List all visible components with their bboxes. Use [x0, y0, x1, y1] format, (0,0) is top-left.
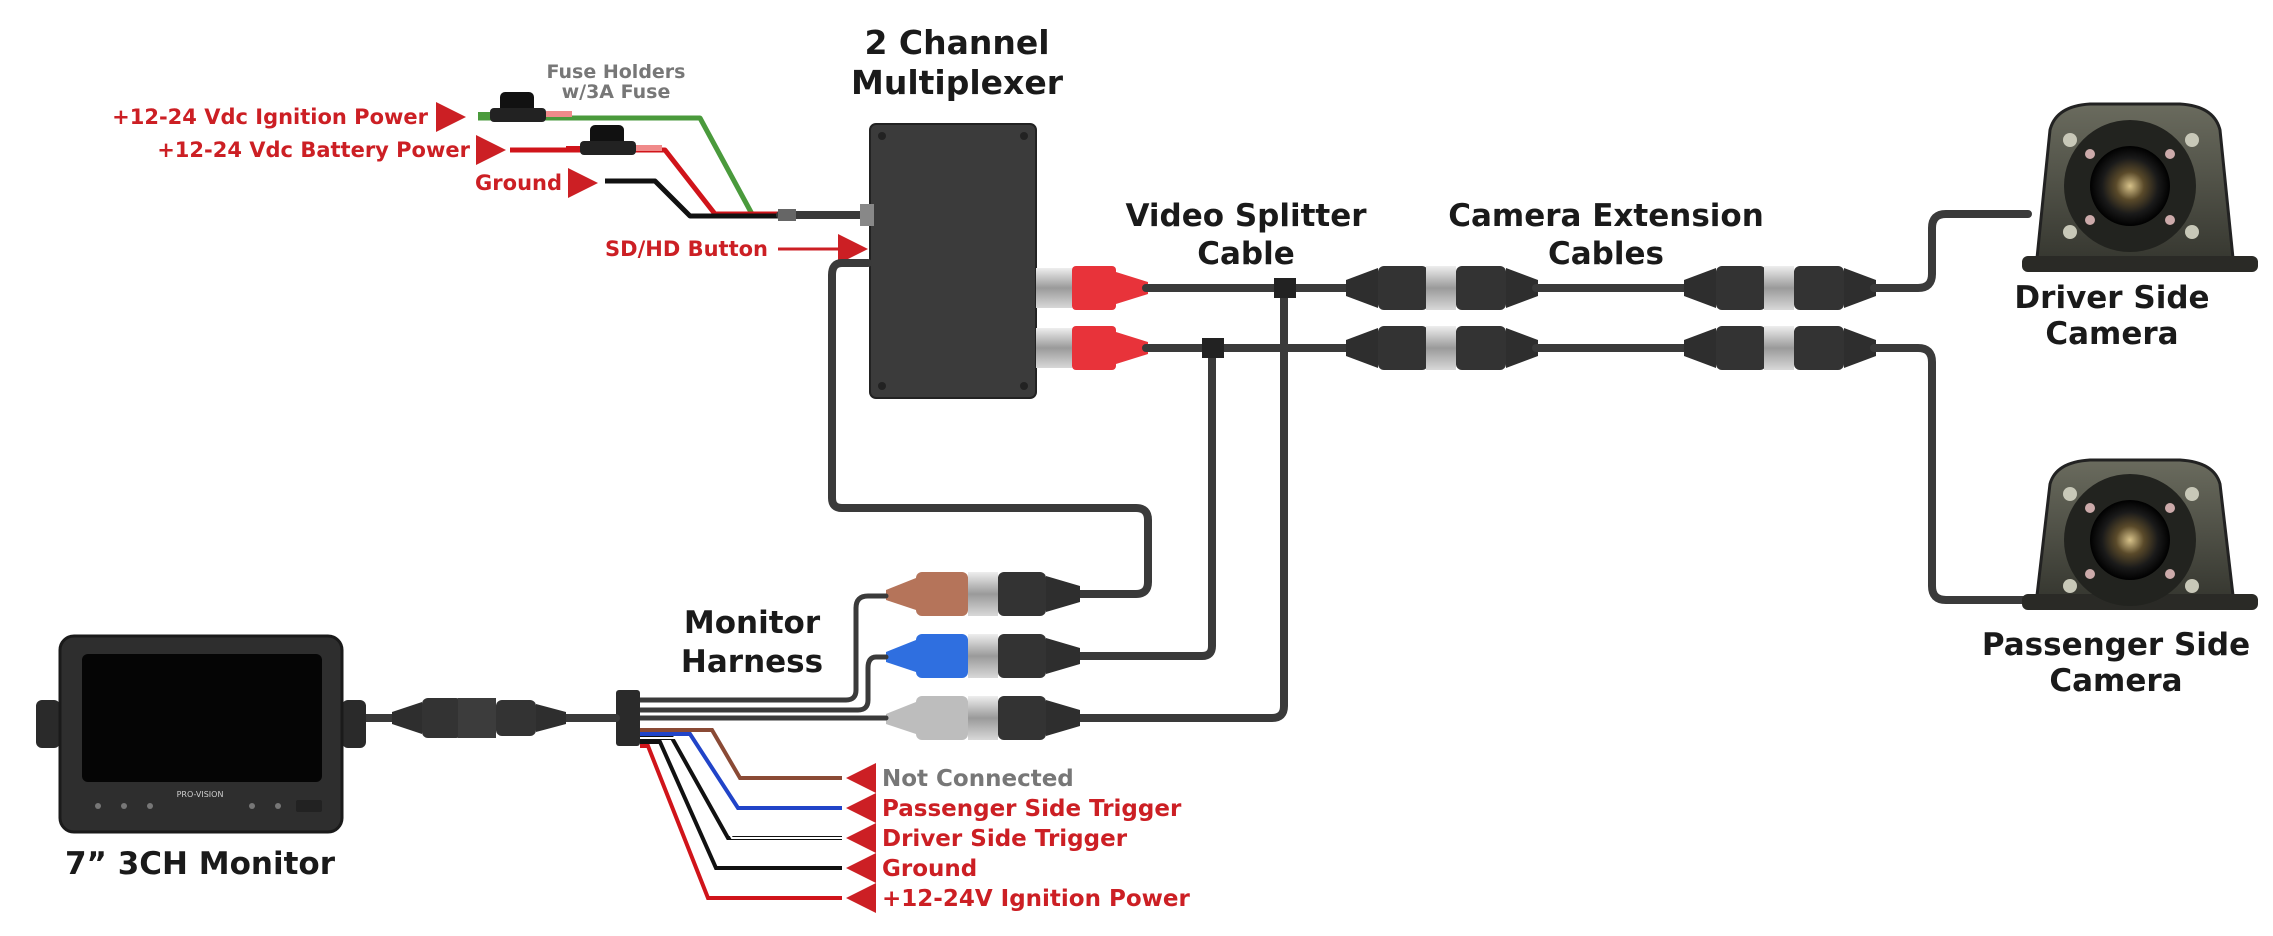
- extension-subtitle: Cables: [1548, 236, 1664, 272]
- rca-connector-icon: [886, 634, 1080, 678]
- harness-wire-label-ignition: +12-24V Ignition Power: [882, 886, 1190, 912]
- monitor-harness-subtitle: Harness: [681, 644, 823, 680]
- harness-wire-label-driver-trigger: Driver Side Trigger: [882, 826, 1128, 852]
- ignition-power-label: +12-24 Vdc Ignition Power: [112, 105, 428, 129]
- fuse-holders-sublabel: w/3A Fuse: [562, 81, 671, 103]
- fuse-icon: [566, 125, 662, 155]
- harness-wire-label-ground: Ground: [882, 856, 977, 882]
- extension-title: Camera Extension: [1448, 198, 1764, 234]
- power-wires: [478, 115, 872, 221]
- ground-top-label: Ground: [475, 171, 562, 195]
- rca-connector-icon: [886, 572, 1080, 616]
- rca-connector-icon: [1036, 326, 1148, 370]
- multiplexer-subtitle: Multiplexer: [851, 63, 1064, 102]
- camera-icon: [2022, 102, 2258, 272]
- camera-icon: [2022, 458, 2258, 610]
- splitter-subtitle: Cable: [1197, 236, 1295, 272]
- monitor-harness-title: Monitor: [684, 605, 821, 641]
- passenger-camera-subtitle: Camera: [2049, 663, 2182, 699]
- multiplexer-box: [860, 123, 1037, 399]
- passenger-camera-title: Passenger Side: [1982, 627, 2250, 663]
- harness-wire-label-not-connected: Not Connected: [882, 766, 1074, 792]
- multiplexer-title: 2 Channel: [864, 23, 1049, 62]
- fuse-holders-label: Fuse Holders: [546, 61, 685, 83]
- harness-junction: [616, 690, 640, 746]
- fuse-icon: [478, 92, 572, 122]
- extension-connector: [1684, 326, 1876, 370]
- monitor-title: 7” 3CH Monitor: [65, 846, 336, 882]
- splitter-title: Video Splitter: [1125, 198, 1367, 234]
- harness-wire-label-passenger-trigger: Passenger Side Trigger: [882, 796, 1182, 822]
- extension-connector: [1684, 266, 1876, 310]
- extension-connector: [1346, 326, 1538, 370]
- monitor-cable-connector: [392, 698, 566, 738]
- sd-hd-button-label: SD/HD Button: [605, 237, 768, 261]
- driver-camera-title: Driver Side: [2014, 280, 2209, 316]
- extension-connector: [1346, 266, 1538, 310]
- rca-connector-icon: [1036, 266, 1148, 310]
- battery-power-label: +12-24 Vdc Battery Power: [157, 138, 470, 162]
- monitor-brand-logo: PRO-VISION: [177, 790, 224, 799]
- rca-connector-icon: [886, 696, 1080, 740]
- driver-camera-subtitle: Camera: [2045, 316, 2178, 352]
- monitor-icon: [36, 634, 366, 834]
